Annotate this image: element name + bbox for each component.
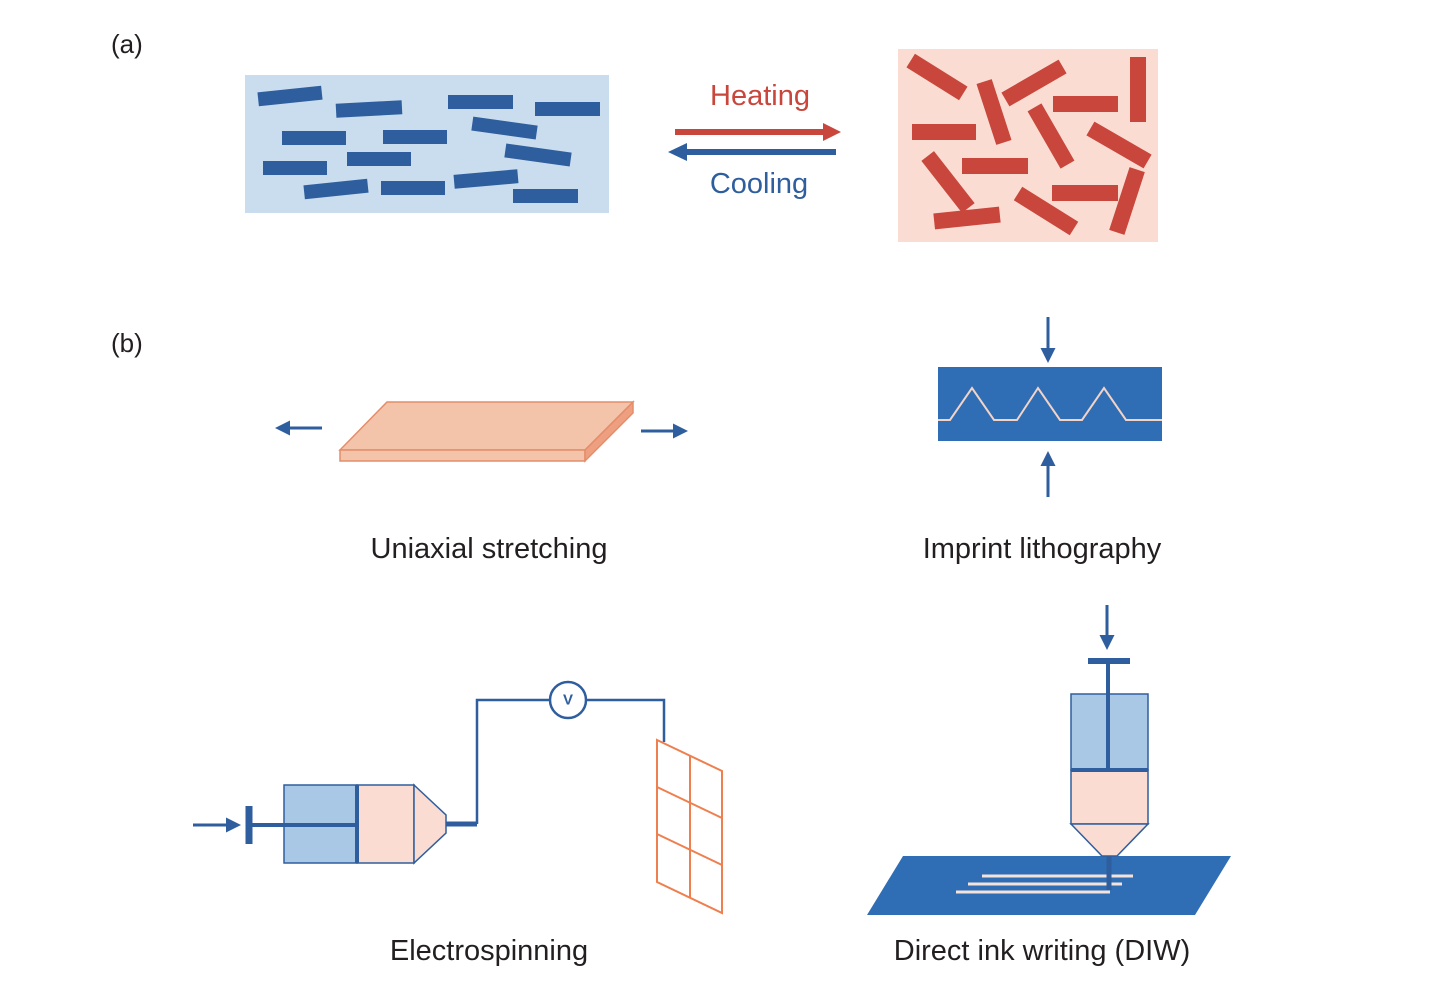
disordered-rods <box>906 53 1152 236</box>
voltmeter <box>548 680 588 720</box>
electrospinning-caption: Electrospinning <box>389 935 589 967</box>
film-side <box>584 400 634 463</box>
panel-b-label: (b) <box>111 328 143 358</box>
heating-label: Heating <box>710 80 810 112</box>
disordered-phase-diagram <box>898 49 1158 242</box>
heating-arrow <box>675 123 841 141</box>
electrospinning-diagram <box>193 680 723 915</box>
circuit-wire <box>475 698 550 824</box>
diw-caption: Direct ink writing (DIW) <box>893 935 1191 967</box>
cooling-label: Cooling <box>709 168 809 200</box>
imprint-lithography-diagram <box>938 317 1162 497</box>
diw-nozzle <box>1069 823 1150 857</box>
diw-barrel-pink <box>1070 769 1149 825</box>
imprint-lithography-caption: Imprint lithography <box>922 533 1162 565</box>
film-front <box>339 449 586 462</box>
panel-a-label: (a) <box>111 29 143 59</box>
syringe-barrel-pink <box>356 784 415 864</box>
uniaxial-stretching-caption: Uniaxial stretching <box>370 533 608 565</box>
cooling-arrow <box>668 143 836 161</box>
uniaxial-stretching-diagram <box>275 400 688 463</box>
ordered-phase-diagram <box>245 75 609 213</box>
ordered-rods <box>257 85 600 203</box>
voltmeter-symbol: V <box>562 691 574 709</box>
film-top <box>338 401 635 451</box>
collector-grid <box>656 738 723 915</box>
diw-diagram <box>867 605 1231 915</box>
syringe-tip <box>413 783 447 865</box>
circuit-wire-right <box>587 698 666 742</box>
